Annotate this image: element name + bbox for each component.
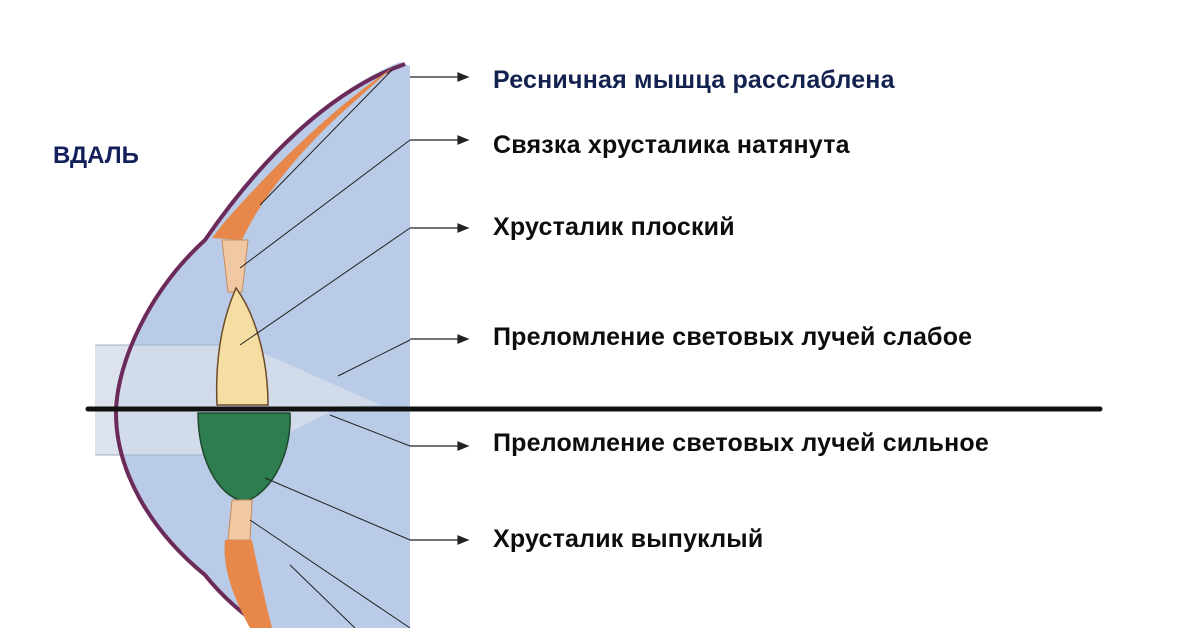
label-arrows xyxy=(410,72,470,545)
label-convex-lens: Хрусталик выпуклый xyxy=(493,525,764,553)
flat-lens xyxy=(215,286,269,406)
side-label-far: ВДАЛЬ xyxy=(53,142,139,169)
ciliary-muscle-top xyxy=(212,68,392,240)
eye-body xyxy=(115,62,410,628)
sclera-outline xyxy=(113,62,406,628)
label-weak-refraction: Преломление световых лучей слабое xyxy=(493,323,973,351)
label-strong-refraction: Преломление световых лучей сильное xyxy=(493,429,989,457)
label-ciliary-muscle-relaxed: Ресничная мышца расслаблена xyxy=(493,66,895,94)
label-flat-lens: Хрусталик плоский xyxy=(493,213,735,241)
ciliary-muscle-bottom xyxy=(224,540,272,628)
lens-ligament-top xyxy=(221,239,249,293)
pointer-lines xyxy=(239,69,411,628)
lens-ligament-bottom xyxy=(227,499,253,541)
label-lens-ligament-tense: Связка хрусталика натянута xyxy=(493,131,850,159)
